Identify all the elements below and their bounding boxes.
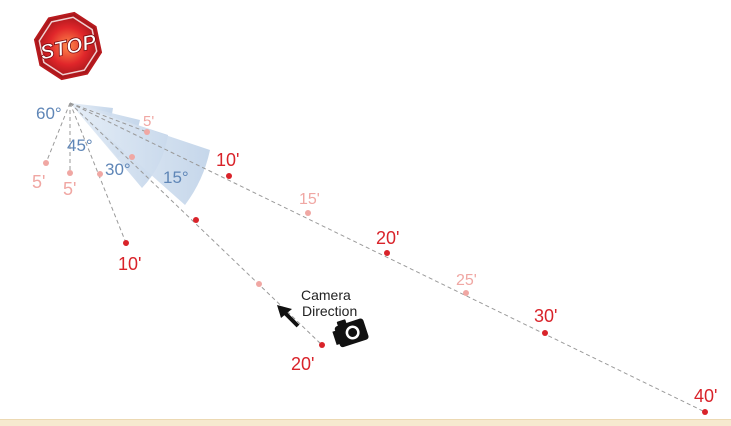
- dot-cam-20: [319, 342, 325, 348]
- dist-label-15-20: 20': [376, 228, 399, 248]
- dist-label-cam-20: 20': [291, 354, 314, 374]
- distance-labels: 5' 5' 5' 10' 10' 15' 20' 25' 30' 40' 20': [32, 113, 717, 406]
- dist-label-30-5: 5': [143, 113, 154, 130]
- camera-direction-line2: Direction: [302, 303, 357, 319]
- bottom-bar: [0, 419, 731, 426]
- dot-45-5: [67, 170, 73, 176]
- dot-cam-15: [256, 281, 262, 287]
- dist-label-15-25: 25': [456, 272, 477, 289]
- stop-sign: STOP: [33, 11, 103, 81]
- camera-icon: [332, 318, 369, 348]
- ray-60-line: [45, 102, 71, 164]
- angle-wedges: [70, 103, 210, 205]
- dot-15-10: [226, 173, 232, 179]
- dot-60-5: [43, 160, 49, 166]
- stop-sign-octagon: [33, 11, 103, 81]
- dot-30-10: [123, 240, 129, 246]
- dist-label-15-40: 40': [694, 386, 717, 406]
- dot-30-5: [97, 171, 103, 177]
- dist-label-15-30: 30': [534, 306, 557, 326]
- dot-cam-10: [193, 217, 199, 223]
- angle-label-30: 30°: [105, 160, 131, 179]
- dot-15-30: [542, 330, 548, 336]
- dot-15-15: [305, 210, 311, 216]
- ray-15-line: [69, 102, 706, 413]
- ray-lines: [45, 102, 706, 413]
- camera-line: [69, 102, 323, 346]
- angle-label-45: 45°: [67, 136, 93, 155]
- wedge-15: [70, 103, 210, 205]
- dot-15-20: [384, 250, 390, 256]
- camera-direction: Camera Direction: [277, 287, 369, 348]
- angle-labels: 60° 45° 30° 15°: [36, 104, 189, 187]
- camera-direction-line1: Camera: [301, 287, 351, 303]
- angle-label-60: 60°: [36, 104, 62, 123]
- dist-label-60-5: 5': [32, 172, 45, 192]
- distance-dots: [43, 129, 708, 415]
- dist-label-15-10: 10': [216, 150, 239, 170]
- dot-15-40: [702, 409, 708, 415]
- dot-short-5: [144, 129, 150, 135]
- stop-sign-border: [38, 16, 98, 76]
- dist-label-30-10: 10': [118, 254, 141, 274]
- angle-label-15: 15°: [163, 168, 189, 187]
- dist-label-45-5: 5': [63, 179, 76, 199]
- dot-inner: [129, 154, 135, 160]
- arrow-icon: [277, 305, 300, 328]
- dist-label-15-15: 15': [299, 191, 320, 208]
- dot-15-25: [463, 290, 469, 296]
